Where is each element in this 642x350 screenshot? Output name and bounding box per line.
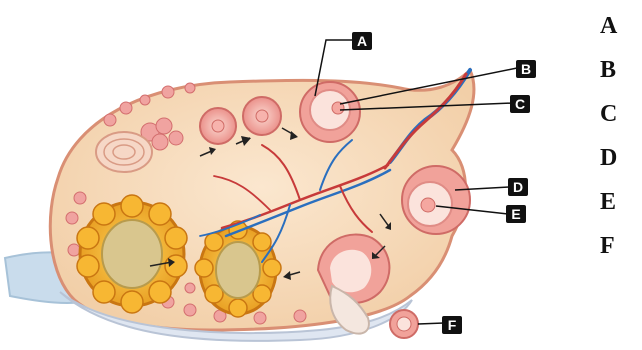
legend-e: E <box>600 180 640 224</box>
legend-b: B <box>600 48 640 92</box>
callout-c: C <box>510 95 530 113</box>
callout-a: A <box>352 32 372 50</box>
legend-d: D <box>600 136 640 180</box>
corpus-luteum-large <box>77 195 187 313</box>
callout-b: B <box>516 60 536 78</box>
released-oocyte <box>390 310 418 338</box>
callout-e: E <box>506 205 526 223</box>
answer-legend: A B C D E F <box>600 4 640 268</box>
vesicular-follicle-right <box>402 166 470 234</box>
legend-c: C <box>600 92 640 136</box>
vesicular-follicle-upper <box>300 82 360 142</box>
primary-follicle <box>243 97 281 135</box>
callout-d: D <box>508 178 528 196</box>
secondary-follicle <box>200 108 236 144</box>
legend-f: F <box>600 224 640 268</box>
corpus-albicans <box>96 132 152 172</box>
callout-f: F <box>442 316 462 334</box>
legend-a: A <box>600 4 640 48</box>
